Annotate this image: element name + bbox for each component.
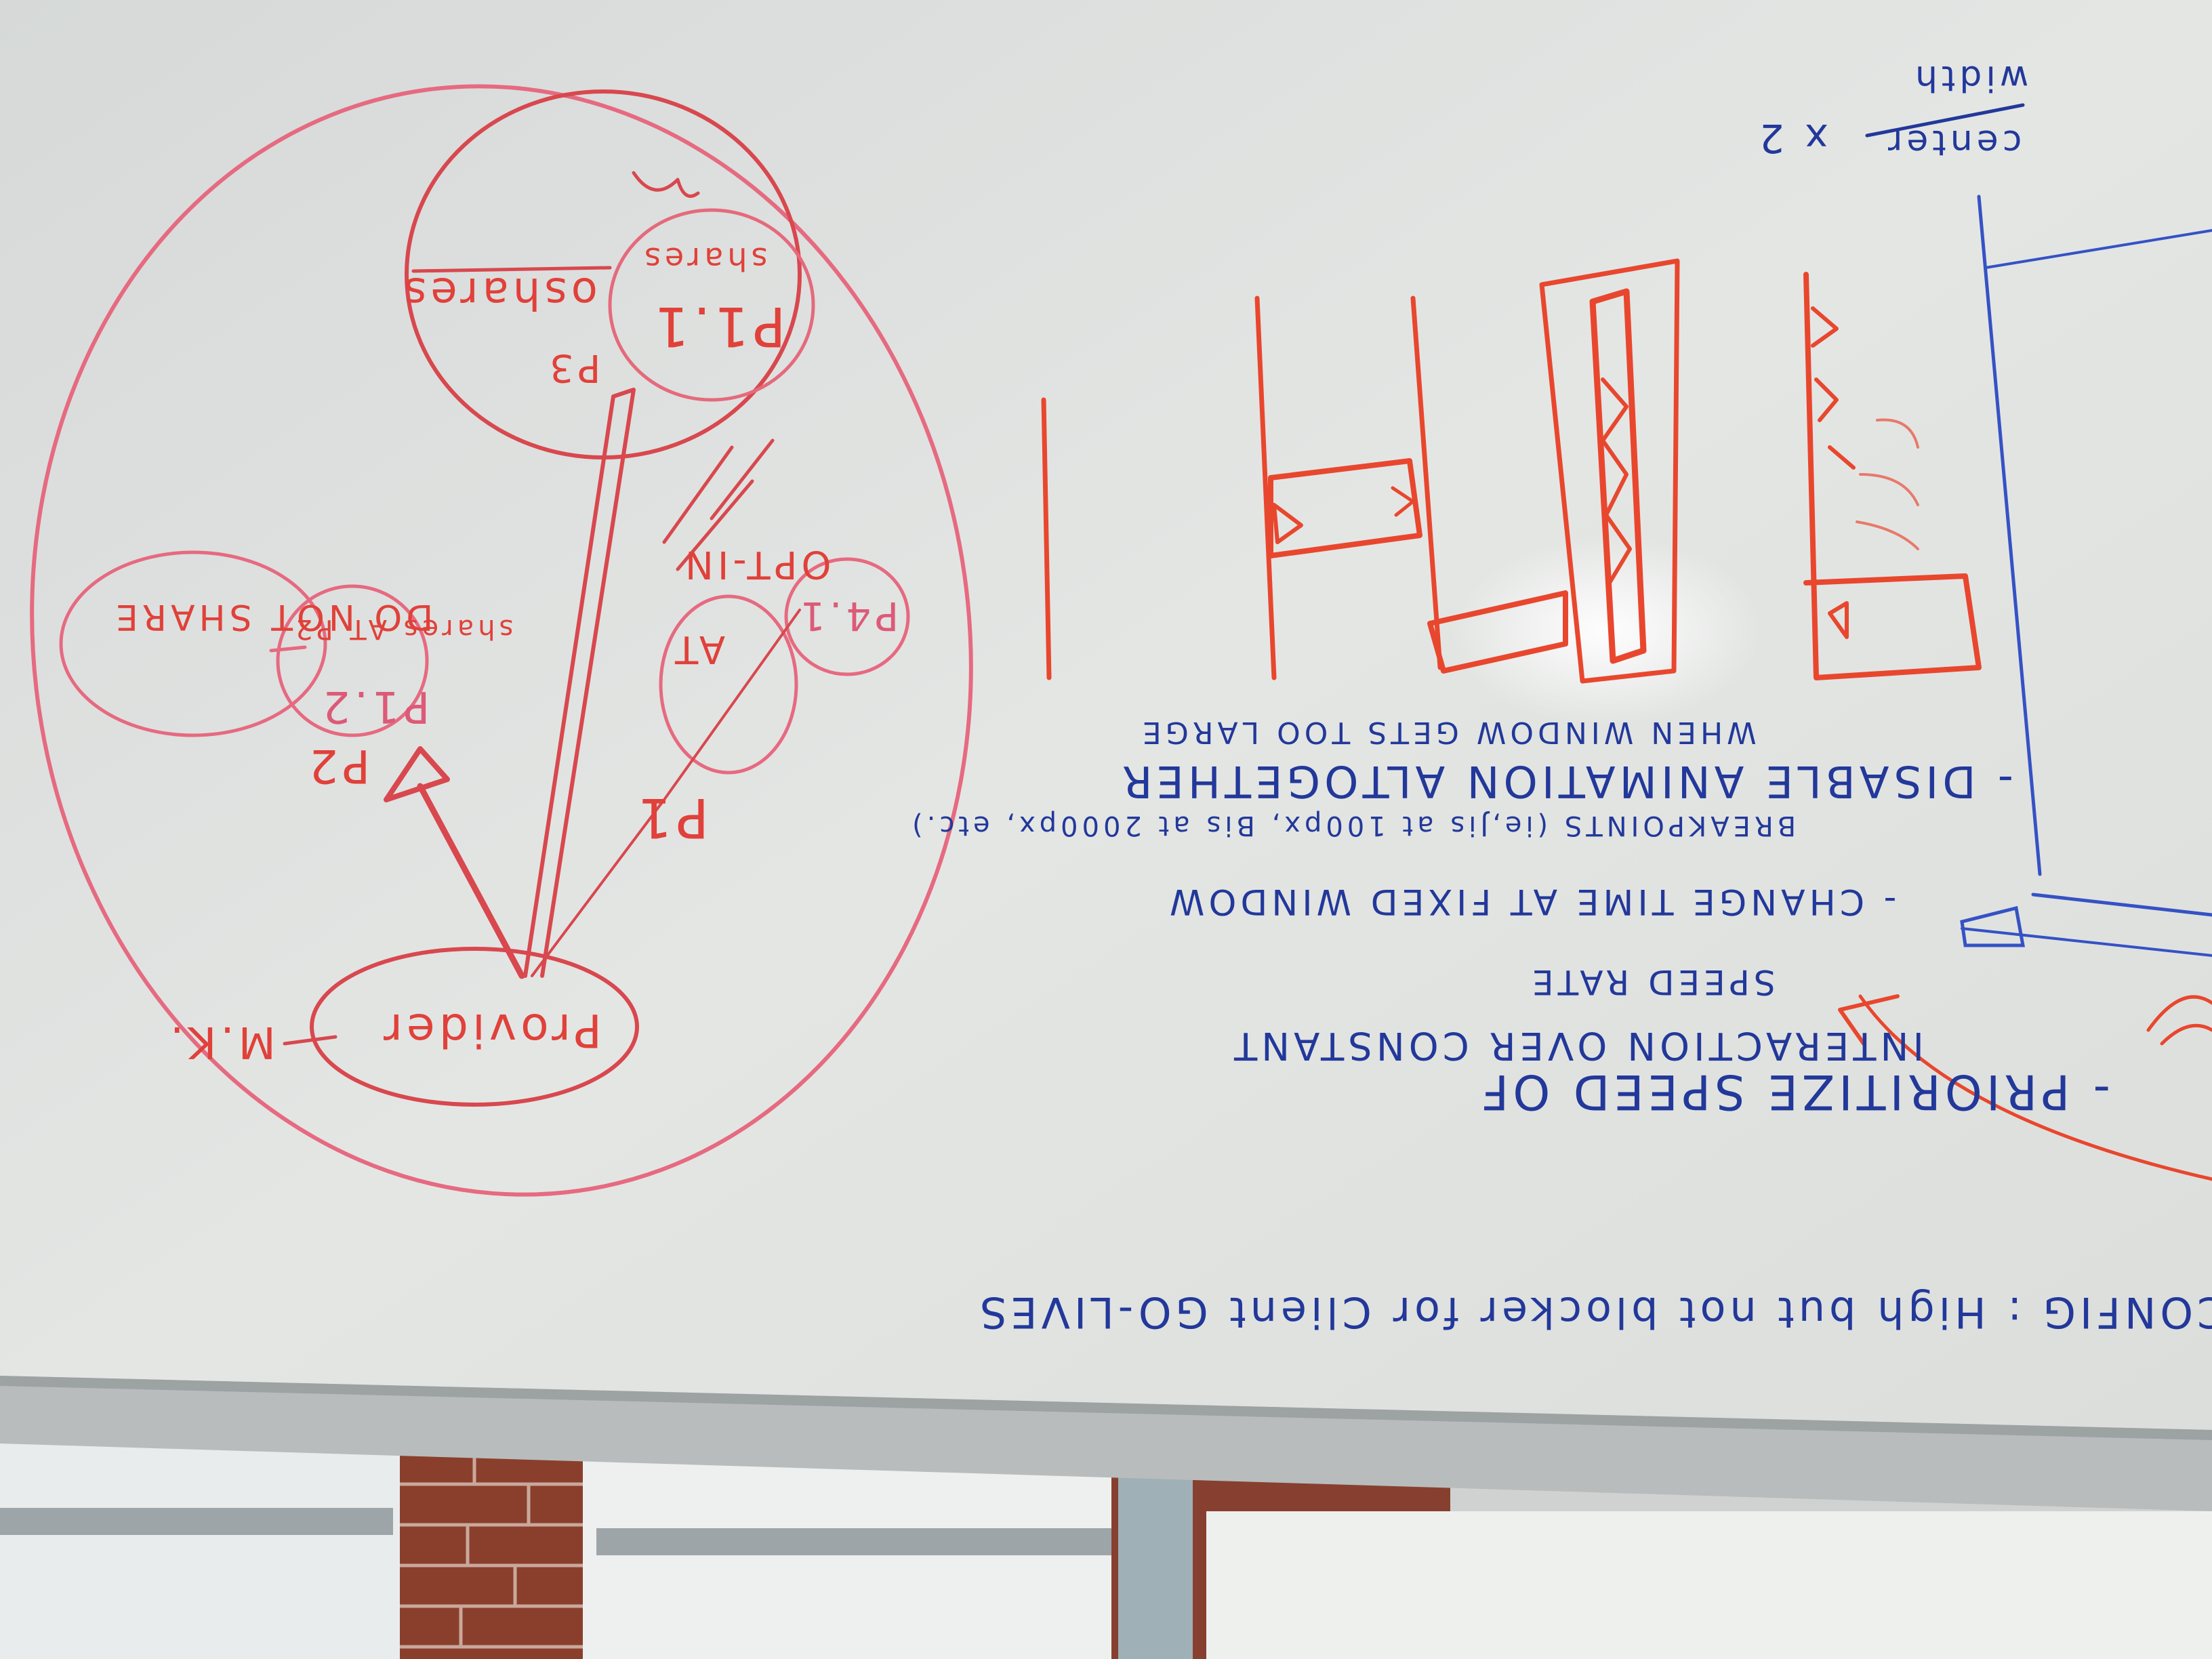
wireframe-arrowhead: [1838, 994, 1900, 1046]
wireframe-corner-mark: [2146, 995, 2212, 1046]
label-p11: P1.1: [651, 295, 786, 358]
brick-mortar-lines: [400, 1450, 583, 1649]
line-mk: [283, 1035, 337, 1046]
outer-ellipse: [30, 84, 973, 1197]
blue-slider-knob: [1960, 905, 2025, 947]
formula-divider: [1865, 103, 2025, 138]
bullet-line-7: WHEN WINDOW GETS TOO LARGE: [1139, 715, 1757, 750]
label-provider: Provider: [380, 1003, 602, 1057]
blue-frame-left: [1977, 194, 2042, 876]
ellipse-provider: [310, 947, 639, 1107]
whiteboard-surface: [0, 0, 2212, 1437]
label-opt-in: OPT-IN: [681, 542, 832, 586]
line-provider-right: [531, 609, 801, 977]
white-wall-right: [1206, 1511, 2212, 1659]
blue-frame-top: [1984, 229, 2212, 269]
circle-p41: [784, 557, 910, 676]
blind-bar-middle: [596, 1528, 1111, 1555]
wireframe-slider-box: [1268, 458, 1422, 558]
circle-right: [659, 594, 798, 775]
bullet-line-6: - DISABLE ANIMATION ALTOGETHER: [1118, 756, 2013, 806]
wireframe-triangle-right: [1391, 486, 1415, 517]
label-p2: P2: [305, 739, 371, 792]
whiteboard-frame-edge: [0, 1376, 2212, 1440]
scribble-top: [632, 171, 700, 198]
easel-leg: [1118, 1471, 1193, 1659]
wireframe-panel-right: [1803, 272, 1982, 680]
wireframe-line-2: [1254, 295, 1277, 680]
label-p3: P3: [546, 346, 601, 390]
label-mk: M.K.: [166, 1017, 276, 1067]
bullet-line-3: SPEED RATE: [1528, 962, 1776, 1002]
line-provider-top: [523, 388, 636, 978]
bullet-line-5: BREAKPOINTS (ie,Jis at 100px, Bis at 200…: [908, 810, 1797, 841]
blind-bar-left: [0, 1508, 393, 1535]
blue-sketches: [1865, 103, 2212, 957]
window-left: [0, 1437, 407, 1659]
line-top-shares: [411, 266, 612, 273]
wireframe-arrow-marks: [1811, 306, 1856, 470]
bullet-line-4: - CHANGE TIME AT FIXED WINDOW: [1166, 881, 1897, 922]
ui-wireframes: [1041, 258, 2212, 1181]
scribble-opt-in: [662, 438, 775, 571]
bullet-line-1: - PRIORITIZE SPEED OF: [1477, 1064, 2110, 1120]
brick-column-left: [400, 1450, 583, 1659]
wireframe-scroll-zigzag: [1601, 377, 1632, 585]
wireframe-motion-lines: [1856, 418, 1919, 550]
formula-multiplier: x 2: [1755, 115, 1828, 161]
label-p12: P1.2: [319, 681, 430, 731]
blue-slider-line: [1961, 927, 2212, 957]
wireframe-tall-box: [1539, 258, 1680, 684]
line-share-left: [269, 645, 307, 653]
wireframe-triangle-left: [1272, 503, 1303, 544]
formula-bottom-label: width: [1911, 58, 2029, 98]
whiteboard-frame: [0, 1376, 2212, 1511]
wireframe-triangle-small: [1828, 601, 1849, 639]
wireframe-line-3: [1410, 295, 1443, 670]
config-note: CONFIG : High but not blocker for Client…: [976, 1288, 2212, 1337]
window-middle: [583, 1457, 1111, 1659]
label-p41: P4.1: [796, 593, 899, 639]
blue-frame-bottom: [2031, 893, 2212, 917]
bullet-line-2: INTERACTION OVER CONSTANT: [1230, 1023, 1924, 1067]
wireframe-bottom-arrow: [1858, 994, 2212, 1181]
label-p1: P1: [634, 786, 710, 849]
glare-spot: [1450, 535, 1762, 725]
wireframe-small-box: [1427, 590, 1568, 674]
label-do-not-share: DO NOT SHARE: [112, 596, 434, 637]
label-oshares: oshares: [400, 268, 598, 318]
wireframe-line-1: [1041, 397, 1052, 680]
label-at: AT: [671, 627, 726, 671]
network-diagram: [30, 84, 973, 1197]
wireframe-scrollbar: [1589, 288, 1647, 664]
line-provider-p2: [417, 783, 525, 979]
formula-top-label: center: [1884, 122, 2022, 163]
circle-left: [59, 550, 327, 737]
arrow-p2: [384, 746, 450, 802]
label-shares-top: shares: [640, 241, 768, 277]
circle-p11: [608, 208, 815, 402]
circle-p12: [276, 584, 429, 737]
